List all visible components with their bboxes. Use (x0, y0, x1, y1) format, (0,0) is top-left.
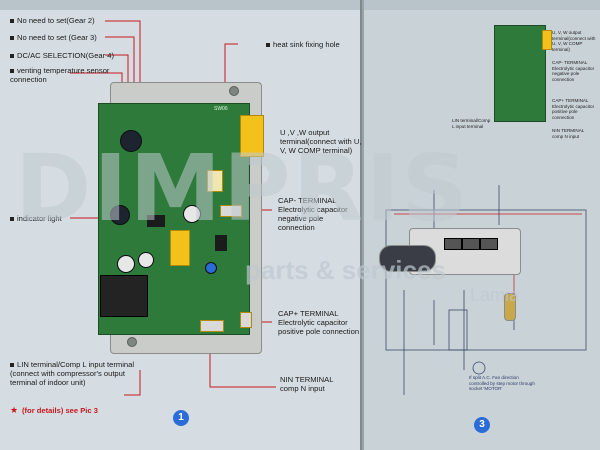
venting-sensor-label: venting temperature sensor connection (10, 66, 110, 84)
gear3-label: No need to set (Gear 3) (10, 33, 97, 42)
nin-terminal (200, 320, 224, 332)
small-uvw-label: U, V, W output terminal(connect with U, … (552, 30, 596, 52)
fan-direction-note: If split A.C. Fan direction controlled b… (469, 375, 535, 391)
cap-plus-terminal (240, 312, 252, 328)
details-note: (for details) see Pic 3 (22, 406, 98, 415)
gear2-label: No need to set(Gear 2) (10, 16, 95, 25)
small-nin-label: NIN TERMINAL comp N input (552, 128, 585, 139)
display-panel (379, 245, 436, 272)
lin-terminal-label: LIN terminal/Comp L input terminal (conn… (10, 360, 138, 387)
yellow-capacitor (170, 230, 190, 266)
left-manual-page: No need to set(Gear 2) No need to set (G… (0, 0, 362, 450)
page-number-badge-1: 1 (173, 410, 189, 426)
cap-plus-label: CAP+ TERMINAL Electrolytic capacitor pos… (278, 309, 360, 336)
capacitor-5 (183, 205, 201, 223)
capacitor-2 (110, 205, 130, 225)
capacitor-3 (117, 255, 135, 273)
board-relay-2 (462, 238, 480, 250)
nin-terminal-label: NIN TERMINAL comp N input (280, 375, 334, 393)
ic-chip-2 (215, 235, 227, 251)
small-uvw-connector (542, 30, 552, 50)
small-pcb-board (494, 25, 546, 122)
capacitor-4 (138, 252, 154, 268)
dc-ac-selection-label: DC/AC SELECTION(Gear 4) (10, 51, 114, 60)
black-relay (100, 275, 148, 317)
capacitor-component (504, 293, 516, 321)
board-marking: SW06 (214, 106, 228, 112)
small-cap-plus-label: CAP+ TERMINAL Electrolytic capacitor pos… (552, 98, 595, 120)
capacitor-1 (120, 130, 142, 152)
cap-minus-label: CAP- TERMINAL Electrolytic capacitor neg… (278, 196, 348, 232)
fixing-hole-bottom (127, 337, 137, 347)
star-icon: ★ (10, 405, 19, 415)
board-relay-3 (480, 238, 498, 250)
top-band-right (364, 0, 600, 10)
right-manual-page: U, V, W output terminal(connect with U, … (364, 0, 600, 450)
fixing-hole-top (229, 86, 239, 96)
small-lin-label: LIN terminal/Comp L input terminal (452, 118, 491, 129)
page-number-badge-3: 3 (474, 417, 490, 433)
ic-chip-1 (147, 215, 165, 227)
uvw-terminal-label: U ,V ,W output terminal(connect with U, … (280, 128, 362, 155)
small-cap-minus-label: CAP- TERMINAL Electrolytic capacitor neg… (552, 60, 595, 82)
white-relay (207, 170, 223, 192)
top-band (0, 0, 360, 10)
board-relay-1 (444, 238, 462, 250)
uvw-connector (240, 115, 264, 157)
indicator-light-label: indicator light (10, 214, 62, 223)
blue-component (205, 262, 217, 274)
cap-minus-terminal (220, 205, 242, 217)
heat-sink-hole-label: heat sink fixing hole (266, 40, 340, 49)
